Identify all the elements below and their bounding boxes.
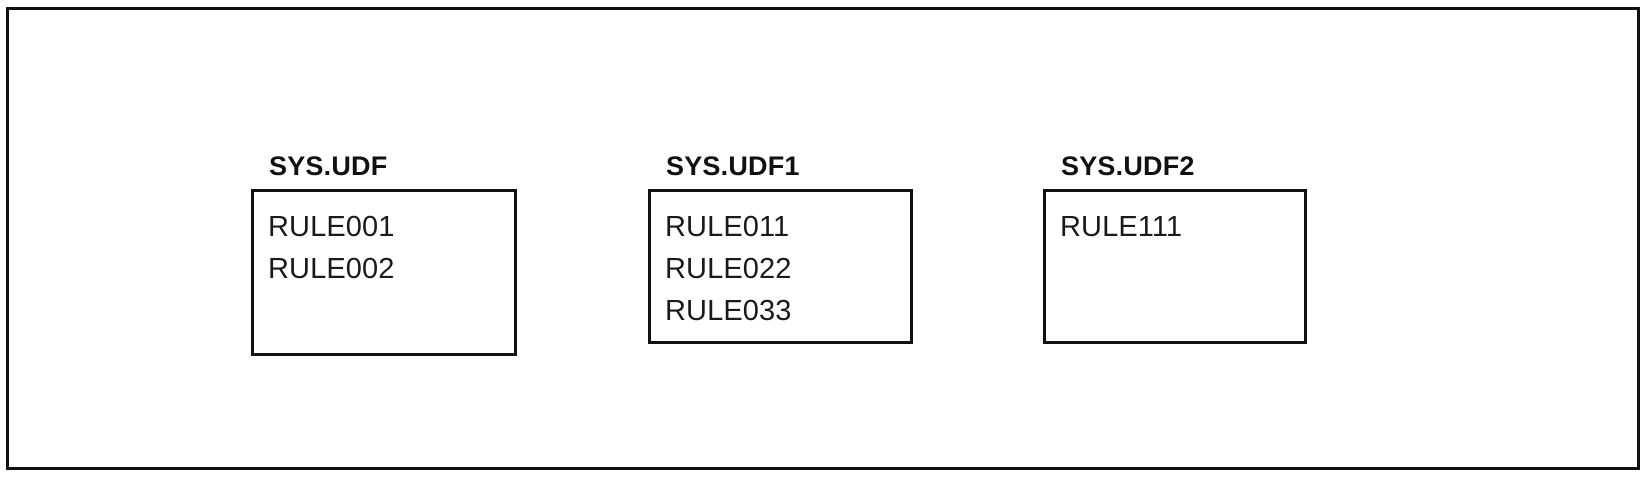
rule-item: RULE011: [665, 211, 790, 243]
rule-item: RULE111: [1060, 211, 1183, 243]
rule-item: RULE022: [665, 253, 792, 285]
group-title: SYS.UDF: [269, 151, 388, 181]
rule-item: RULE002: [268, 253, 395, 285]
group-title: SYS.UDF2: [1061, 151, 1195, 181]
diagram-outer-frame: SYS.UDF RULE001 RULE002 SYS.UDF1 RULE011…: [6, 7, 1640, 470]
group-title: SYS.UDF1: [666, 151, 800, 181]
rule-list-box: RULE111: [1043, 189, 1307, 344]
rule-list-box: RULE011 RULE022 RULE033: [648, 189, 913, 344]
rule-item: RULE033: [665, 295, 792, 327]
rule-list-box: RULE001 RULE002: [251, 189, 517, 356]
rule-item: RULE001: [268, 211, 395, 243]
